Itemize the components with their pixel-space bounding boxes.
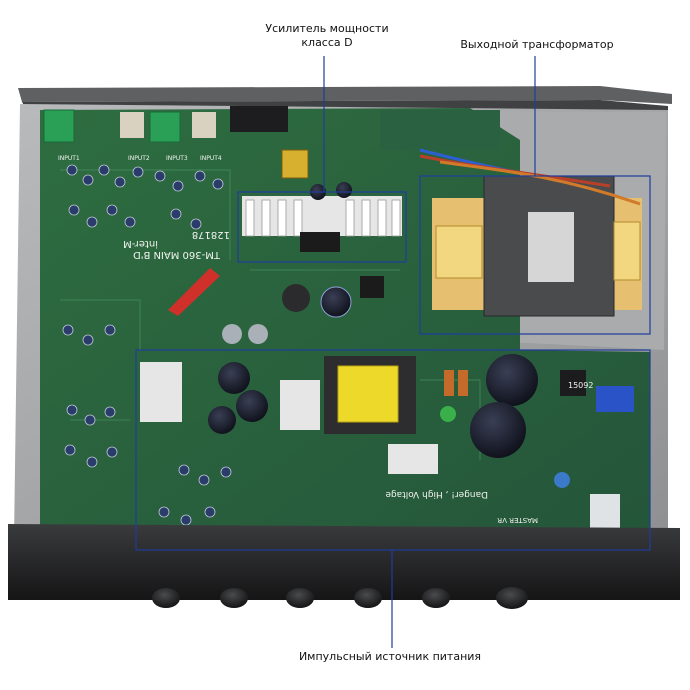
input-terminals (43, 106, 288, 143)
amplifier-label: Усилитель мощности класса D (262, 22, 392, 50)
psu-components (140, 354, 634, 538)
input-label-3: INPUT3 (166, 155, 188, 162)
input-label-2: INPUT2 (128, 155, 150, 162)
board-master-label: MASTER VR (497, 516, 538, 524)
transformer-label: Выходной трансформатор (460, 38, 614, 51)
amplifier-label-line2: класса D (301, 36, 353, 49)
class-d-heatsink (242, 149, 402, 252)
board-warning: Danger! , High Voltage (385, 489, 488, 499)
board-title: TM-360 MAIN B'D (133, 249, 221, 260)
output-transformer (419, 148, 642, 317)
power-supply-label: Импульсный источник питания (298, 650, 482, 663)
rear-panel-edge (18, 86, 672, 104)
leader-lines (323, 56, 536, 648)
front-knobs (152, 587, 528, 609)
front-panel (8, 524, 680, 600)
power-supply-highlight-box (135, 349, 651, 551)
mid-components (168, 268, 384, 344)
amplifier-label-line1: Усилитель мощности (265, 22, 389, 35)
board-part-code: 15092 (568, 381, 593, 390)
input-label-4: INPUT4 (200, 155, 222, 162)
board-brand: inter-M (123, 238, 158, 249)
input-label-1: INPUT1 (58, 155, 80, 162)
small-capacitors (62, 164, 232, 526)
amplifier-highlight-box (237, 191, 407, 263)
board-code: 128178 (192, 229, 230, 240)
